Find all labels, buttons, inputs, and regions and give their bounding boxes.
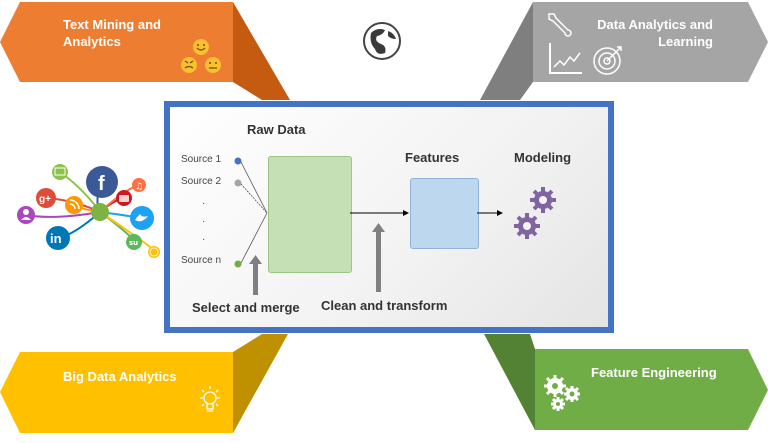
select-merge-arrow	[249, 255, 262, 295]
title-line-1: Data Analytics and	[597, 17, 713, 32]
clean-transform-arrow	[372, 223, 385, 292]
banner-top-right	[533, 2, 768, 82]
banner-top-right-shadow	[480, 2, 533, 100]
ellipsis-dot: ·	[202, 216, 206, 227]
lightbulb-icon	[200, 386, 220, 412]
source-n-label: Source n	[181, 255, 222, 266]
svg-text:su: su	[129, 239, 138, 247]
title-line-2: Analytics	[63, 34, 121, 49]
ellipsis-dot: ·	[202, 198, 206, 209]
features-label: Features	[405, 150, 460, 165]
modeling-gears-icon	[514, 187, 556, 239]
svg-text:g+: g+	[39, 194, 51, 205]
source-2-line	[240, 183, 268, 214]
title-line-2: Learning	[658, 34, 713, 49]
hub-node	[91, 203, 109, 221]
gears-icon	[544, 375, 580, 411]
target-icon	[593, 46, 622, 75]
stumbleupon-icon	[126, 234, 142, 250]
banner-bottom-right-title: Feature Engineering	[591, 365, 717, 380]
source-n-line	[240, 212, 268, 264]
google-plus-icon	[36, 188, 56, 208]
music-icon	[132, 178, 146, 192]
raw-data-label: Raw Data	[247, 122, 306, 137]
features-box	[410, 178, 479, 249]
linkedin-icon	[46, 226, 70, 250]
banner-bottom-right	[535, 349, 768, 430]
svg-text:♫: ♫	[135, 182, 143, 192]
source-2-label: Source 2	[181, 176, 222, 187]
banner-bottom-left-title: Big Data Analytics	[63, 369, 177, 384]
ellipsis-dot: ·	[202, 234, 206, 245]
raw-data-box	[268, 156, 352, 273]
banner-bottom-left-shadow	[233, 334, 288, 433]
source-1-line	[240, 161, 268, 214]
source-1-label: Source 1	[181, 154, 222, 165]
social-network-cluster: f g+ in ♫ su	[17, 164, 160, 258]
source-1-dot	[234, 157, 242, 165]
clean-transform-label: Clean and transform	[321, 298, 448, 313]
select-merge-label: Select and merge	[192, 300, 300, 315]
banner-top-right-title: Data Analytics and Learning	[587, 16, 713, 50]
line-chart-icon	[549, 43, 582, 74]
source-2-dot	[234, 179, 242, 187]
banner-top-left-title: Text Mining and Analytics	[63, 16, 161, 50]
banner-top-left-shadow	[233, 2, 290, 100]
wrench-icon	[548, 13, 572, 37]
svg-text:in: in	[50, 231, 62, 246]
title-line-1: Text Mining and	[63, 17, 161, 32]
emoji-faces-icon	[181, 39, 221, 73]
banner-top-left	[0, 2, 233, 82]
pipeline-panel	[164, 101, 614, 333]
banner-bottom-right-shadow	[484, 334, 535, 430]
svg-text:f: f	[98, 173, 105, 195]
modeling-label: Modeling	[514, 150, 572, 165]
source-n-dot	[234, 260, 242, 268]
banner-bottom-left	[0, 352, 233, 433]
globe-icon	[363, 22, 401, 60]
facebook-icon	[86, 166, 118, 198]
